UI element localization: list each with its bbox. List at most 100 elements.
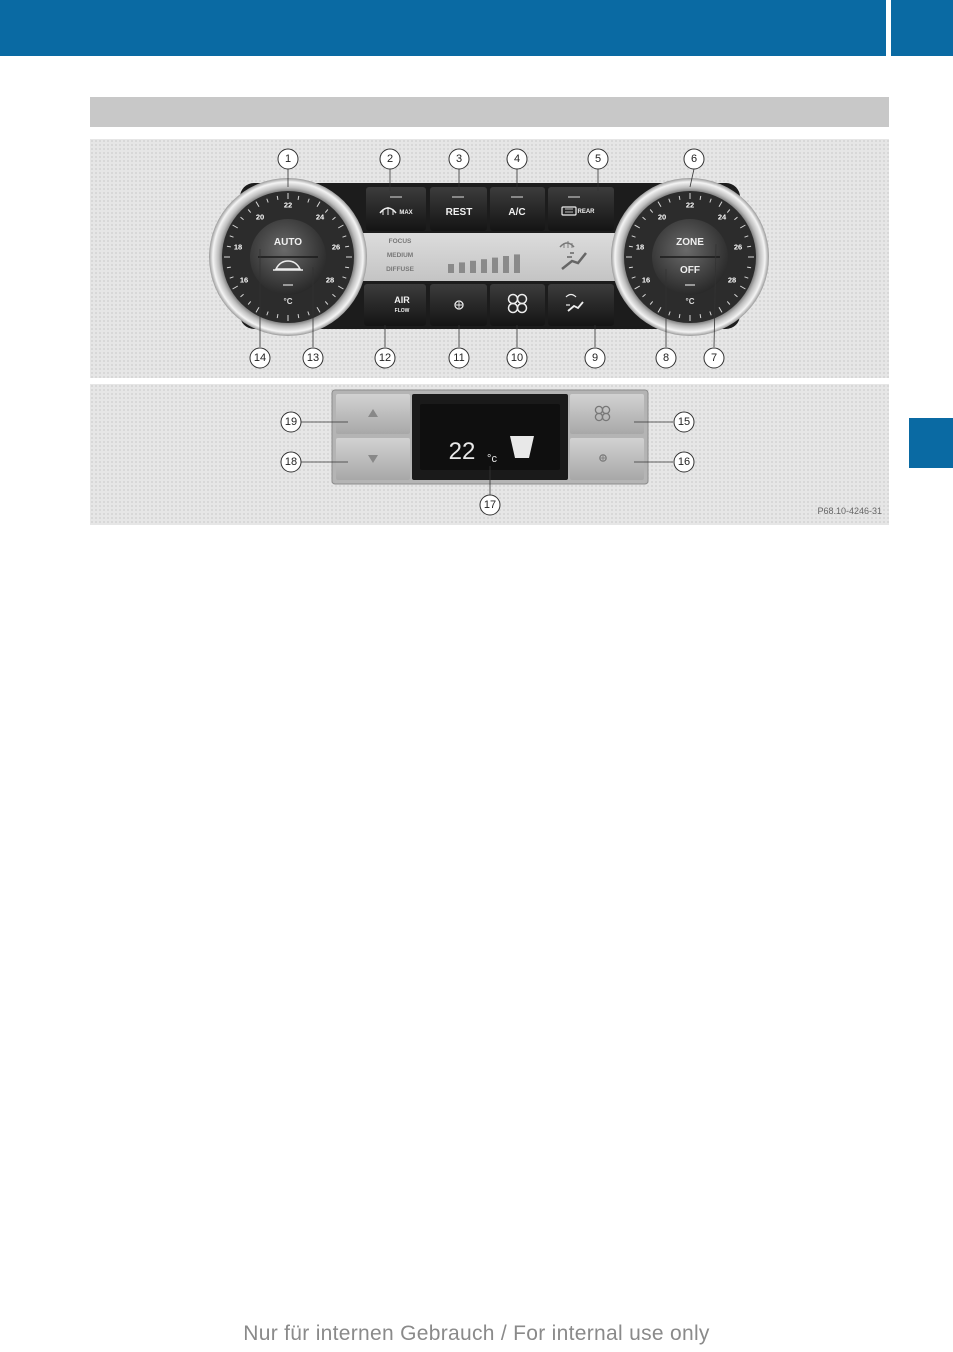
- figure-code: P68.10-4246-31: [817, 506, 882, 516]
- defrost-indicator-icon: [559, 241, 575, 248]
- dial-tick: [631, 235, 636, 238]
- dial-tick: [337, 224, 344, 229]
- defrost-max-icon: [379, 207, 397, 215]
- dial-tick: [709, 311, 712, 316]
- left-scale-16: 16: [240, 276, 248, 285]
- svg-text:12: 12: [379, 352, 391, 364]
- dial-tick: [266, 311, 269, 316]
- dial-tick: [744, 235, 749, 238]
- off-button[interactable]: OFF: [680, 265, 700, 276]
- svg-text:15: 15: [678, 416, 690, 428]
- dial-tick: [337, 285, 344, 290]
- svg-text:13: 13: [307, 352, 319, 364]
- blower-level-bar: [470, 260, 476, 273]
- dial-tick: [699, 195, 702, 200]
- right-temperature-dial[interactable]: ZONE OFF °C 20 22 24 26 28 18 16: [611, 178, 769, 336]
- left-scale-28: 28: [326, 276, 334, 285]
- right-scale-28: 28: [728, 276, 736, 285]
- right-scale-22: 22: [686, 201, 694, 210]
- callout-19: 19: [280, 411, 302, 433]
- dial-tick: [247, 301, 252, 305]
- dial-tick: [229, 276, 234, 279]
- dial-tick: [726, 209, 731, 213]
- rear-fan-increase-button[interactable]: [570, 394, 644, 434]
- dial-tick: [297, 314, 300, 319]
- dial-tick: [739, 224, 746, 229]
- dial-tick: [718, 306, 723, 313]
- dial-tick: [297, 195, 300, 200]
- blower-level-bar: [492, 257, 498, 273]
- status-display: FOCUS MEDIUM DIFFUSE: [360, 233, 616, 281]
- dial-tick: [276, 195, 279, 200]
- svg-text:4: 4: [514, 153, 520, 165]
- callout-9: 9: [584, 347, 606, 369]
- defrost-max-button[interactable]: MAX: [366, 187, 426, 231]
- dial-tick: [668, 198, 671, 203]
- svg-text:11: 11: [453, 352, 464, 364]
- left-scale-22: 22: [284, 201, 292, 210]
- air-flow-button[interactable]: AIR FLOW: [364, 284, 426, 326]
- dial-tick: [266, 198, 269, 203]
- callout-1: 1: [277, 148, 299, 170]
- mode-diffuse: DIFFUSE: [386, 266, 414, 273]
- section-heading-bar: [90, 97, 889, 127]
- svg-text:16: 16: [678, 456, 690, 468]
- svg-text:2: 2: [387, 153, 393, 165]
- fan-decrease-button[interactable]: [430, 284, 487, 326]
- dial-tick: [747, 266, 752, 269]
- rear-defrost-button[interactable]: REAR: [548, 187, 614, 231]
- air-distribution-indicator-icon: [561, 252, 587, 270]
- svg-text:7: 7: [711, 352, 717, 364]
- rear-fan-decrease-button[interactable]: [570, 438, 644, 480]
- callout-16: 16: [673, 451, 695, 473]
- left-temperature-dial[interactable]: AUTO °C 20 22 24 26 28 18 16: [209, 178, 367, 336]
- zone-button[interactable]: ZONE: [676, 237, 704, 248]
- temperature-up-button[interactable]: [336, 394, 410, 434]
- car-recirculation-icon[interactable]: [273, 260, 303, 286]
- dial-tick: [342, 276, 347, 279]
- auto-button[interactable]: AUTO: [274, 237, 302, 248]
- defrost-max-label: MAX: [399, 210, 412, 216]
- left-scale-24: 24: [316, 213, 325, 222]
- dial-tick: [255, 201, 260, 208]
- left-scale-20: 20: [256, 213, 264, 222]
- dial-tick: [332, 216, 336, 221]
- callout-8: 8: [655, 347, 677, 369]
- dial-tick: [324, 209, 329, 213]
- dial-tick: [649, 209, 654, 213]
- air-distribution-button[interactable]: [548, 284, 614, 326]
- air-flow-label: AIR: [394, 295, 410, 305]
- callout-3: 3: [448, 148, 470, 170]
- svg-text:10: 10: [511, 352, 523, 364]
- svg-text:6: 6: [691, 153, 697, 165]
- dial-tick: [642, 216, 646, 221]
- callout-18: 18: [280, 451, 302, 473]
- triangle-down-icon: [368, 455, 378, 463]
- dial-tick: [316, 306, 321, 313]
- rear-defrost-icon: [561, 206, 577, 216]
- ac-button[interactable]: A/C: [490, 187, 545, 231]
- mode-medium: MEDIUM: [387, 252, 413, 259]
- fan-high-icon: [507, 293, 528, 314]
- callout-2: 2: [379, 148, 401, 170]
- dial-tick: [255, 306, 260, 313]
- callout-15: 15: [673, 411, 695, 433]
- header-bar-tab: [891, 0, 953, 56]
- fan-increase-button[interactable]: [490, 284, 545, 326]
- chapter-tab: [909, 418, 953, 468]
- left-scale-18: 18: [234, 243, 242, 252]
- rest-button[interactable]: REST: [430, 187, 487, 231]
- rear-defrost-label: REAR: [577, 209, 595, 215]
- callout-10: 10: [506, 347, 528, 369]
- svg-text:3: 3: [456, 153, 462, 165]
- right-scale-20: 20: [658, 213, 666, 222]
- fan-high-icon: [594, 405, 611, 422]
- footer-notice: Nur für internen Gebrauch / For internal…: [243, 1322, 710, 1345]
- blower-level-bar: [448, 264, 454, 273]
- callout-12: 12: [374, 347, 396, 369]
- temperature-down-button[interactable]: [336, 438, 410, 480]
- left-scale-26: 26: [332, 243, 340, 252]
- dial-tick: [747, 245, 752, 248]
- callout-11: 11: [448, 347, 470, 369]
- triangle-up-icon: [368, 409, 378, 417]
